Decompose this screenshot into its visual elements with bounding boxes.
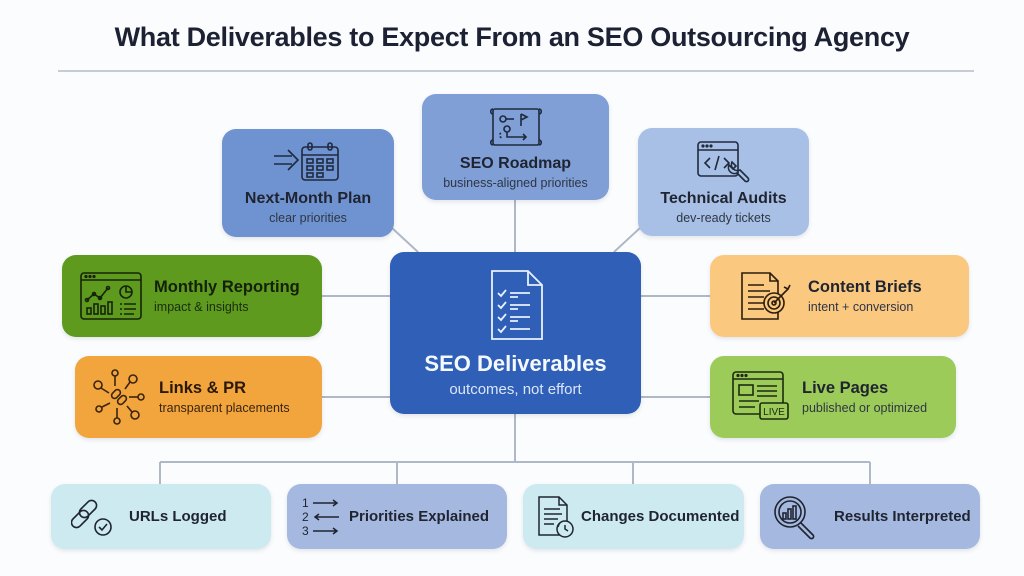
card-links-pr: Links & PR transparent placements — [75, 356, 322, 438]
card-next-month-plan: Next-Month Plan clear priorities — [222, 129, 394, 237]
card-subtitle: intent + conversion — [808, 300, 914, 314]
card-live-pages: LIVE Live Pages published or optimized — [710, 356, 956, 438]
card-title: Results Interpreted — [834, 508, 971, 525]
card-monthly-reporting: Monthly Reporting impact & insights — [62, 255, 322, 337]
card-subtitle: business-aligned priorities — [443, 175, 588, 190]
calendar-arrow-icon — [272, 141, 344, 182]
card-title: Monthly Reporting — [154, 278, 300, 296]
svg-text:LIVE: LIVE — [763, 407, 785, 418]
card-subtitle: transparent placements — [159, 401, 290, 415]
card-title: Priorities Explained — [349, 508, 490, 525]
card-title: SEO Roadmap — [459, 154, 572, 172]
chain-check-icon — [71, 497, 117, 537]
card-title: Changes Documented — [581, 508, 740, 525]
magnifier-chart-icon — [772, 494, 818, 540]
card-changes-documented: Changes Documented — [523, 484, 744, 549]
card-priorities-explained: 1 2 3 Priorities Explained — [287, 484, 507, 549]
card-results-interpreted: Results Interpreted — [760, 484, 980, 549]
title-divider — [58, 70, 974, 72]
card-title: Live Pages — [802, 379, 889, 397]
live-page-icon: LIVE — [732, 371, 790, 423]
card-title: Content Briefs — [808, 278, 922, 296]
card-subtitle: impact & insights — [154, 300, 249, 314]
svg-text:2: 2 — [302, 510, 309, 524]
card-subtitle: outcomes, not effort — [449, 380, 582, 398]
card-title: Technical Audits — [660, 189, 787, 207]
card-technical-audits: Technical Audits dev-ready tickets — [638, 128, 809, 236]
card-title: Links & PR — [159, 379, 247, 397]
card-subtitle: clear priorities — [269, 210, 347, 225]
page-title: What Deliverables to Expect From an SEO … — [114, 22, 910, 52]
card-urls-logged: URLs Logged — [51, 484, 271, 549]
analytics-dashboard-icon — [80, 272, 142, 320]
numbered-arrows-icon: 1 2 3 — [301, 496, 341, 538]
code-wrench-icon — [696, 140, 752, 184]
card-title: URLs Logged — [129, 508, 227, 525]
link-network-icon — [91, 369, 147, 425]
card-content-briefs: Content Briefs intent + conversion — [710, 255, 969, 337]
card-subtitle: published or optimized — [802, 401, 928, 415]
card-subtitle: dev-ready tickets — [676, 210, 771, 225]
document-target-icon — [740, 271, 796, 321]
roadmap-icon — [489, 105, 543, 149]
svg-text:1: 1 — [302, 496, 309, 510]
checklist-document-icon — [488, 269, 544, 341]
card-seo-roadmap: SEO Roadmap business-aligned priorities — [422, 94, 609, 200]
card-title: Next-Month Plan — [244, 189, 372, 207]
svg-text:3: 3 — [302, 524, 309, 538]
document-history-icon — [537, 495, 577, 539]
card-title: SEO Deliverables — [424, 350, 607, 376]
card-seo-deliverables-center: SEO Deliverables outcomes, not effort — [390, 252, 641, 414]
